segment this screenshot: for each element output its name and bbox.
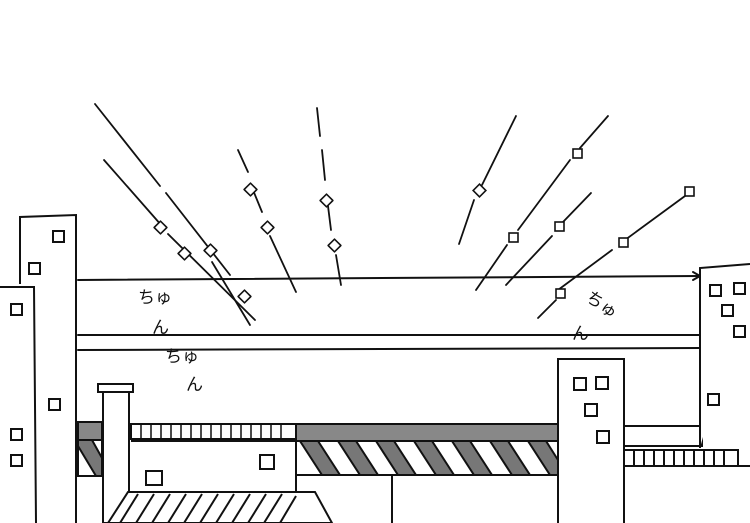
striped-barrier-center — [295, 423, 559, 523]
sfx-left-chu-2: ちゅ — [165, 347, 199, 367]
sfx-right-n: ん — [572, 324, 589, 344]
striped-barrier-left — [77, 421, 103, 477]
railing-slats-left — [140, 424, 282, 439]
sfx-left-n-1: ん — [152, 318, 169, 338]
star-sparkles-right — [472, 148, 695, 299]
sfx-left-n-2: ん — [186, 375, 203, 395]
falling-star-streaks-left — [94, 103, 342, 326]
falling-star-streaks-right — [458, 115, 686, 319]
sfx-left-chu-1: ちゅ — [138, 288, 172, 308]
building-right-tall — [699, 263, 750, 448]
sound-effect-left: ちゅ ん ちゅ ん — [138, 288, 203, 395]
building-left-front — [0, 286, 37, 523]
highway-band — [77, 271, 701, 351]
building-right-mid — [557, 358, 625, 523]
sloped-roof — [106, 491, 334, 523]
star-sparkles-left — [153, 182, 342, 304]
sfx-right-chu: ちゅ — [582, 287, 621, 323]
low-building-right — [623, 425, 750, 467]
